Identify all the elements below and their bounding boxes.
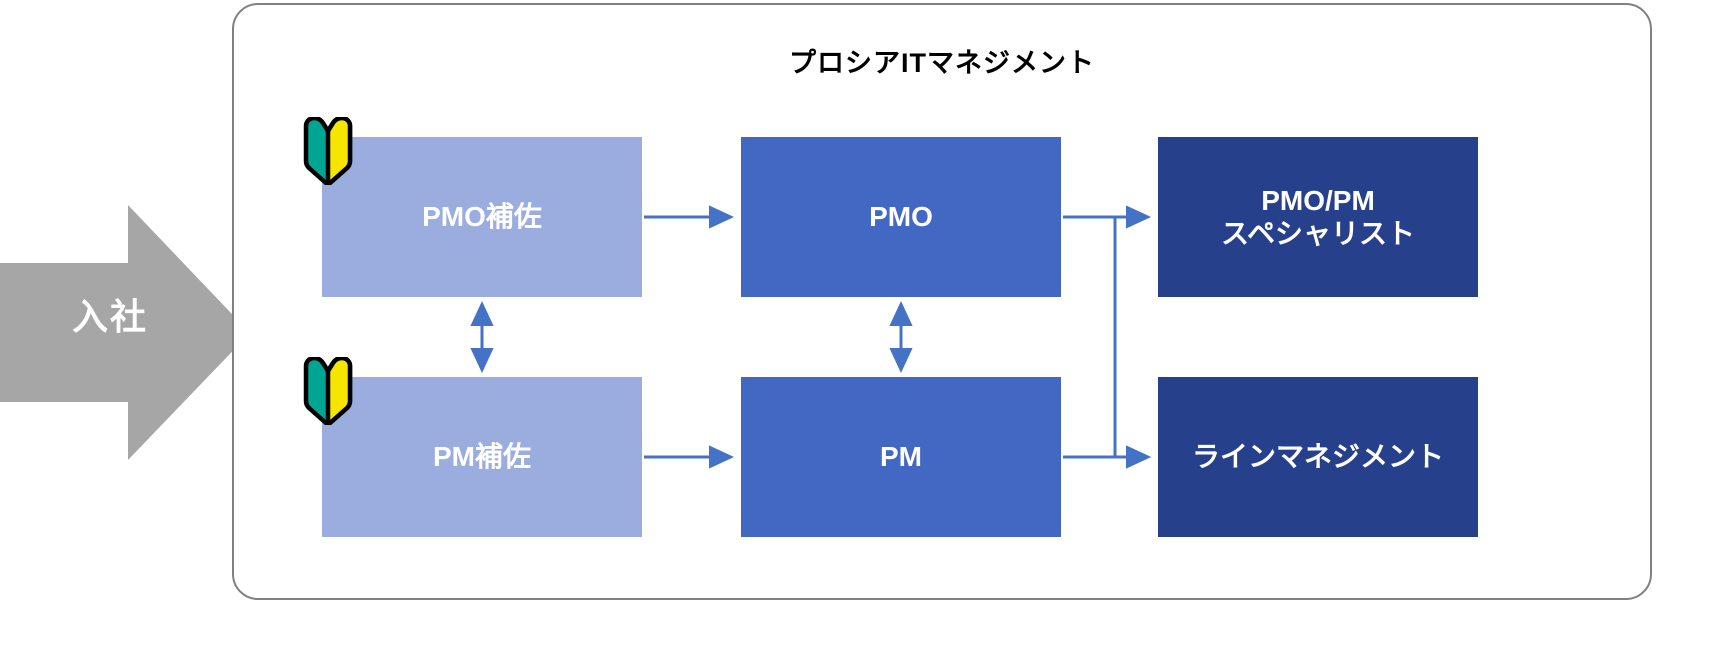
box-pm[interactable]: PM — [741, 377, 1061, 537]
box-pmo-label: PMO — [869, 201, 933, 233]
box-pmo-assist-label: PMO補佐 — [422, 201, 542, 233]
box-specialist-label-line2: スペシャリスト — [1220, 218, 1416, 249]
box-pm-assist-label: PM補佐 — [432, 441, 531, 473]
box-specialist-label-line1: PMO/PM — [1261, 184, 1375, 216]
entry-label: 入社 — [71, 296, 148, 337]
wakaba-beginner-mark-icon — [300, 357, 356, 425]
box-pmo-pm-specialist[interactable]: PMO/PM スペシャリスト — [1158, 137, 1478, 297]
wakaba-beginner-mark-icon — [300, 117, 356, 185]
entry-arrow-shape — [0, 205, 250, 460]
box-pmo-assist[interactable]: PMO補佐 — [322, 137, 642, 297]
entry-arrow — [0, 205, 250, 460]
box-line-management[interactable]: ラインマネジメント — [1158, 377, 1478, 537]
box-pm-assist[interactable]: PM補佐 — [322, 377, 642, 537]
box-line-management-label: ラインマネジメント — [1191, 441, 1444, 473]
box-pm-label: PM — [880, 441, 922, 473]
page-title: プロシアITマネジメント — [789, 48, 1095, 78]
box-pmo[interactable]: PMO — [741, 137, 1061, 297]
